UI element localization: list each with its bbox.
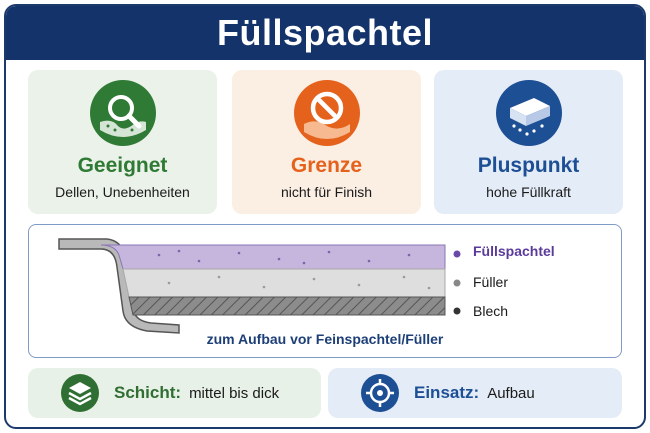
info-value: mittel bis dick <box>189 384 280 402</box>
card-subtitle: nicht für Finish <box>280 184 373 200</box>
legend-blech: Blech <box>473 303 509 319</box>
card-heading: Geeignet <box>77 154 168 177</box>
legend-fuellspachtel: Füllspachtel <box>473 243 555 259</box>
title-bar: Füllspachtel <box>6 6 644 60</box>
card-heading: Grenze <box>290 154 363 177</box>
layer-diagram: Füllspachtel Füller Blech zum Aufbau vor… <box>28 224 622 358</box>
layers-icon <box>60 373 100 413</box>
card-advantage: Pluspunkt hohe Füllkraft <box>434 70 623 214</box>
layer-fuellspachtel <box>100 244 446 270</box>
legend-fueller: Füller <box>473 274 509 290</box>
card-heading: Pluspunkt <box>477 154 580 177</box>
info-label: Schicht: <box>114 383 182 402</box>
info-usage: Einsatz: Aufbau <box>328 368 622 418</box>
prohibited-icon <box>292 78 362 148</box>
info-label: Einsatz: <box>414 383 480 402</box>
diagram-caption: zum Aufbau vor Feinspachtel/Füller <box>206 331 444 347</box>
crosshair-icon <box>360 373 400 413</box>
layer-blech <box>128 296 446 316</box>
layer-fueller <box>122 268 446 298</box>
card-subtitle: hohe Füllkraft <box>486 184 571 200</box>
magnifier-icon <box>88 78 158 148</box>
info-layer-thickness: Schicht: mittel bis dick <box>28 368 321 418</box>
infographic-frame: Füllspachtel Geeignet Dellen, Unebenheit… <box>4 4 646 429</box>
filler-block-icon <box>494 78 564 148</box>
card-suitable: Geeignet Dellen, Unebenheiten <box>28 70 217 214</box>
card-limit: Grenze nicht für Finish <box>232 70 421 214</box>
page-title: Füllspachtel <box>216 12 434 53</box>
info-value: Aufbau <box>487 384 535 402</box>
card-subtitle: Dellen, Unebenheiten <box>55 184 190 200</box>
